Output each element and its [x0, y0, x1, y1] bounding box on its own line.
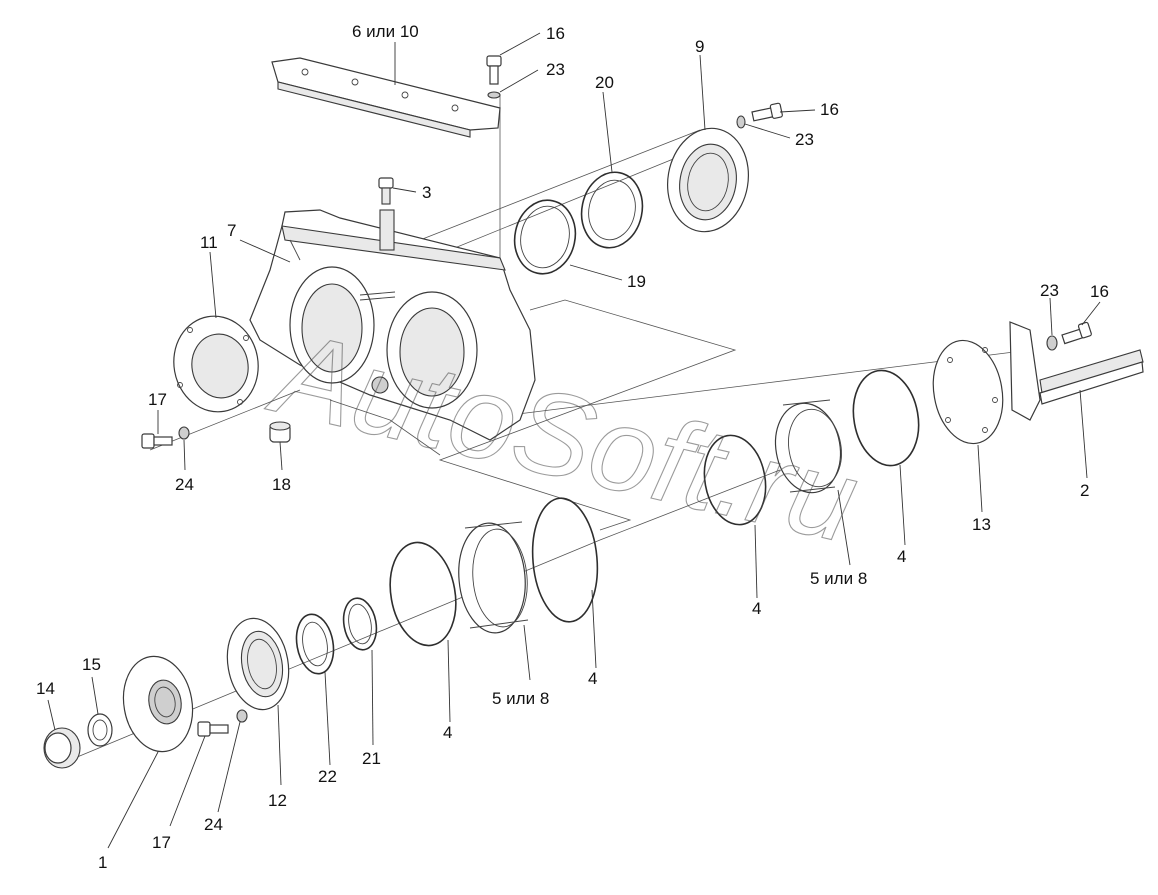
- callout-5-or-8-lower: 5 или 8: [492, 689, 549, 708]
- part-ring-19: [513, 199, 577, 275]
- callout-23-right-upper: 23: [795, 130, 814, 149]
- leader-lines: [47, 32, 1101, 849]
- part-ring-4-right-b: [852, 369, 920, 467]
- callout-16-right-lower: 16: [1090, 282, 1109, 301]
- callout-4-right-a: 4: [752, 599, 761, 618]
- callout-labels: 6 или 10 16 23 20 9 16 23 3 7 11 19 23 1…: [36, 22, 1109, 872]
- part-ring-4-right-a: [703, 434, 767, 526]
- callout-22: 22: [318, 767, 337, 786]
- callout-4-right-b: 4: [897, 547, 906, 566]
- callout-11: 11: [200, 233, 218, 252]
- callout-12: 12: [268, 791, 287, 810]
- part-seal-15: [87, 713, 113, 747]
- watermark-text: AutoSoft.ru: [258, 305, 869, 568]
- part-sleeve-right: [774, 399, 842, 494]
- callout-15: 15: [82, 655, 101, 674]
- callout-3: 3: [422, 183, 431, 202]
- part-ring-20: [580, 171, 644, 249]
- part-side-cover: [173, 315, 259, 413]
- callout-17-lower: 17: [152, 833, 171, 852]
- callout-16-top: 16: [546, 24, 565, 43]
- part-bearing-cover-12: [226, 617, 290, 711]
- part-plug: [269, 421, 291, 443]
- part-ring-4-lower-d: [389, 541, 457, 647]
- callout-9: 9: [695, 37, 704, 56]
- callout-4-lower-c: 4: [588, 669, 597, 688]
- part-flange-1: [122, 655, 194, 753]
- callout-16-right-upper: 16: [820, 100, 839, 119]
- part-bolt-lower: [197, 709, 248, 737]
- part-sleeve-lower: [458, 521, 529, 634]
- callout-1: 1: [98, 853, 107, 872]
- part-nut-14: [43, 727, 81, 769]
- callout-21: 21: [362, 749, 381, 768]
- callout-17-left: 17: [148, 390, 167, 409]
- part-cover-plate: [271, 57, 501, 138]
- part-bolt-top: [486, 55, 502, 99]
- part-bolt-right-upper: [736, 102, 783, 129]
- part-bracket-2: [1009, 321, 1144, 421]
- callout-4-lower-d: 4: [443, 723, 452, 742]
- part-plate-13: [932, 339, 1004, 445]
- part-bearing-cover-9: [666, 127, 750, 233]
- callout-5-or-8-right: 5 или 8: [810, 569, 867, 588]
- callout-24-left: 24: [175, 475, 194, 494]
- callout-6-or-10: 6 или 10: [352, 22, 419, 41]
- callout-20: 20: [595, 73, 614, 92]
- callout-18: 18: [272, 475, 291, 494]
- part-breather: [378, 177, 394, 205]
- part-housing: [249, 209, 536, 441]
- callout-2: 2: [1080, 481, 1089, 500]
- part-bolt-left: [141, 426, 190, 449]
- callout-23-right-lower: 23: [1040, 281, 1059, 300]
- part-ring-22: [295, 613, 335, 675]
- part-ring-21: [342, 597, 378, 651]
- callout-14: 14: [36, 679, 55, 698]
- callout-19: 19: [627, 272, 646, 291]
- callout-23-top: 23: [546, 60, 565, 79]
- callout-13: 13: [972, 515, 991, 534]
- part-bolt-right-lower: [1046, 321, 1092, 351]
- callout-24-lower: 24: [204, 815, 223, 834]
- part-ring-4-lower-c: [531, 497, 599, 623]
- callout-7: 7: [227, 221, 236, 240]
